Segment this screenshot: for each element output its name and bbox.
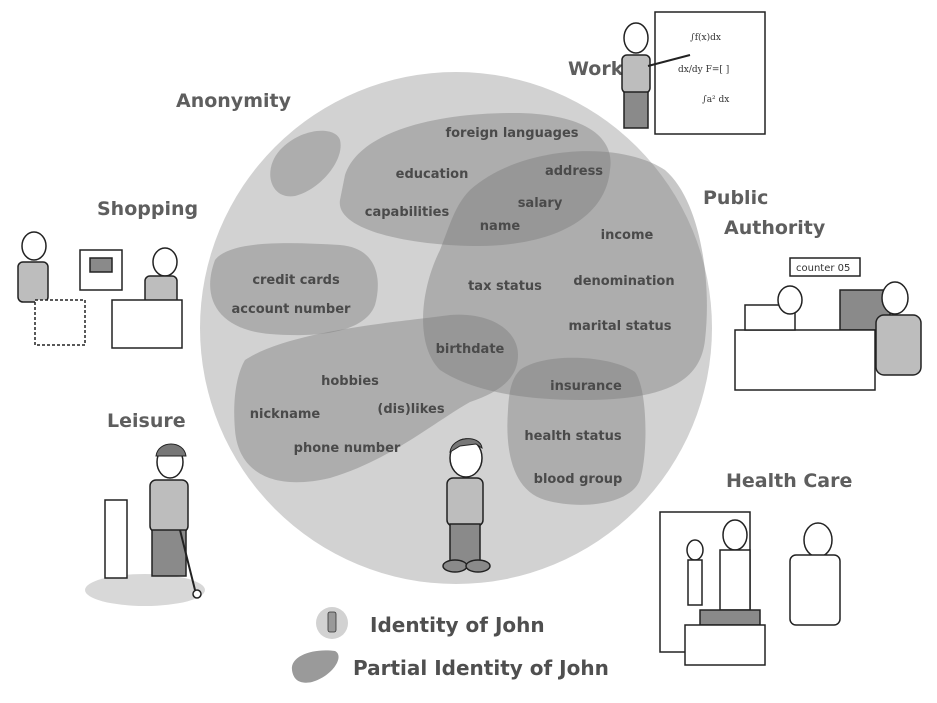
legend-partial-identity: Partial Identity of John [353,656,609,680]
label-leisure: Leisure [107,410,186,432]
attr-income: income [601,228,654,243]
attr-denomination: denomination [573,274,674,289]
blob-anonymity [270,130,341,197]
attr-insurance: insurance [550,379,622,394]
health-care-illustration [659,511,841,666]
legend: Identity of John Partial Identity of Joh… [291,607,609,683]
attr-blood-group: blood group [534,472,623,487]
blob-leisure [234,314,518,483]
work-illustration: ∫f(x)dx dx/dy F=[ ] ∫a² dx [621,11,766,135]
attr-salary: salary [518,196,563,211]
label-health-care: Health Care [726,470,852,492]
attr-marital-status: marital status [568,319,671,334]
john-figure [442,438,491,573]
attr-health-status: health status [524,429,621,444]
attr-education: education [396,167,469,182]
attr-foreign-languages: foreign languages [445,126,578,141]
svg-text:∫f(x)dx: ∫f(x)dx [690,32,721,43]
attr-credit-cards: credit cards [252,273,340,288]
counter-sign: counter 05 [796,263,850,274]
attr-dislikes: (dis)likes [377,402,444,417]
attr-tax-status: tax status [468,279,542,294]
attr-nickname: nickname [250,407,321,422]
identity-circle [200,72,712,584]
attr-account-number: account number [232,302,352,317]
label-work: Work [568,58,624,80]
public-authority-illustration: counter 05 [734,257,922,391]
attr-capabilities: capabilities [365,205,450,220]
attr-birthdate: birthdate [436,342,505,357]
attr-hobbies: hobbies [321,374,379,389]
svg-text:dx/dy F=[ ]: dx/dy F=[ ] [678,65,729,75]
label-shopping: Shopping [97,198,198,220]
label-authority: Authority [724,217,826,239]
attr-address: address [545,164,603,179]
svg-text:∫a² dx: ∫a² dx [702,95,729,105]
leisure-illustration [85,443,205,606]
blob-shopping [210,243,378,336]
blob-public-authority [423,151,707,400]
label-public: Public [703,187,768,209]
attr-name: name [480,219,521,234]
partial-identity-legend-icon [291,650,339,683]
blob-work [339,112,611,247]
blob-health-care [507,357,646,505]
attr-phone-number: phone number [294,441,401,456]
legend-identity: Identity of John [370,613,545,637]
shopping-illustration [17,231,183,349]
label-anonymity: Anonymity [176,90,292,112]
